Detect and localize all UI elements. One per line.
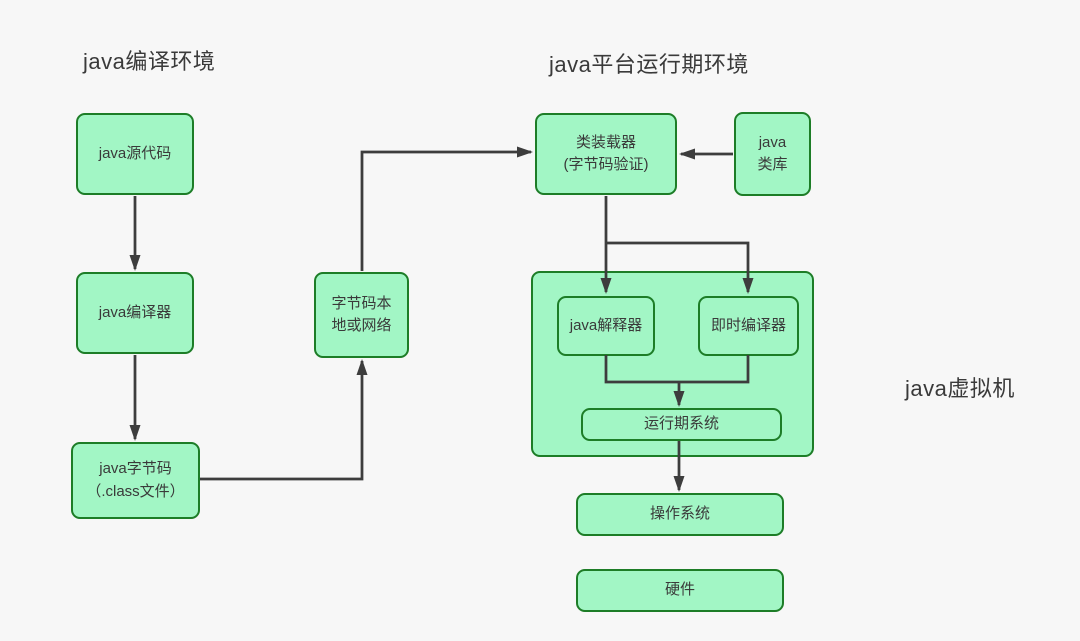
node-java-interpreter: java解释器 [557,296,655,356]
node-bytecode-transfer: 字节码本 地或网络 [314,272,409,358]
node-java-class-library: java 类库 [734,112,811,196]
jvm-label: java虚拟机 [905,376,1015,401]
compile-environment-title: java编译环境 [83,49,216,74]
node-java-source: java源代码 [76,113,194,195]
node-jit-compiler: 即时编译器 [698,296,799,356]
runtime-environment-title: java平台运行期环境 [549,52,749,77]
edge-bytecode-to-transfer [200,359,368,481]
node-java-compiler: java编译器 [76,272,194,354]
node-runtime-system: 运行期系统 [581,408,782,441]
node-class-loader: 类装载器 (字节码验证) [535,113,677,195]
node-java-bytecode: java字节码 （.class文件） [71,442,200,519]
node-operating-system: 操作系统 [576,493,784,536]
edge-transfer-to-class-loader [360,146,533,271]
node-hardware: 硬件 [576,569,784,612]
